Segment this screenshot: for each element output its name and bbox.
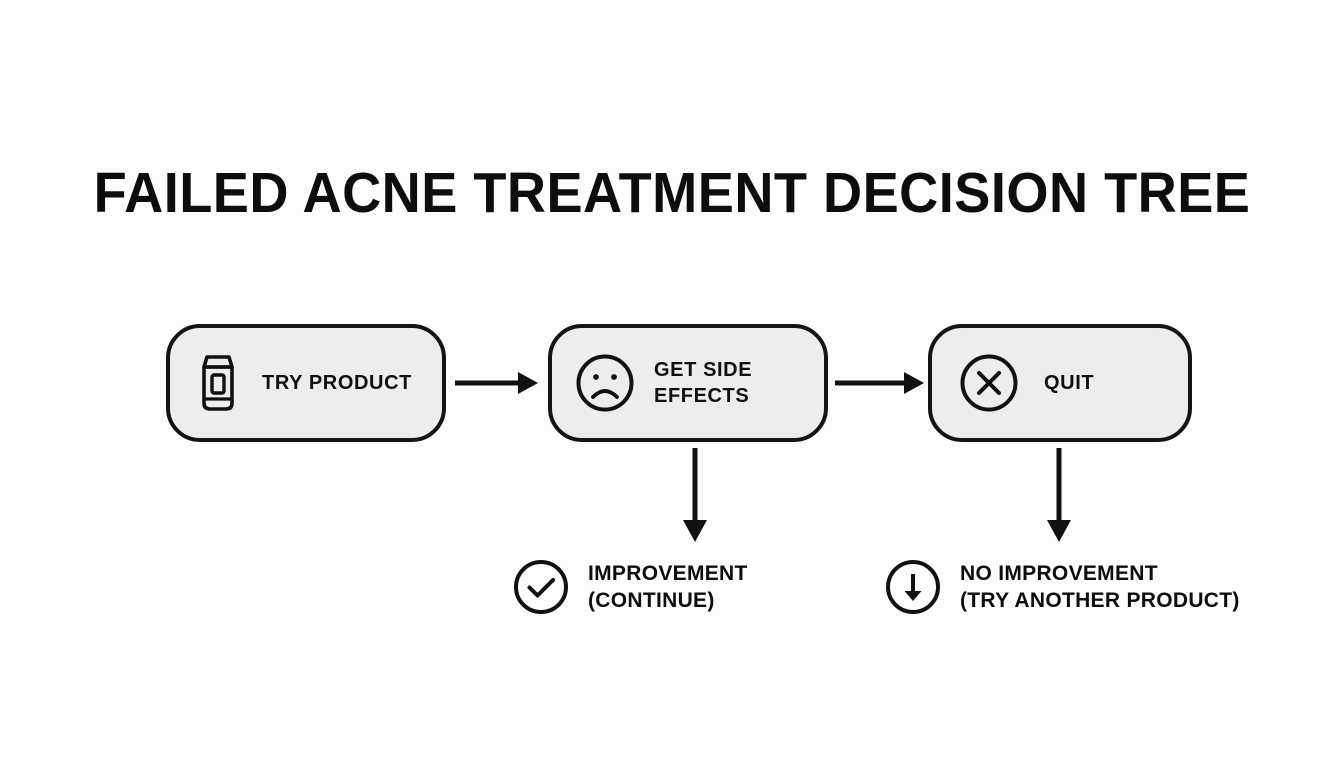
flow-node-label-quit: QUIT [1044,372,1095,394]
check-circle-icon [512,558,570,616]
outcome-no-improvement: NO IMPROVEMENT (TRY ANOTHER PRODUCT) [884,558,1240,616]
arrow-down-icon-side-effects-to-improvement [672,446,718,549]
arrow-down-circle-icon [884,558,942,616]
outcome-improvement: IMPROVEMENT (CONTINUE) [512,558,748,616]
cream-tube-icon [196,353,240,413]
flow-node-label-try-product: TRY PRODUCT [262,372,412,394]
flow-node-side-effects[interactable]: GET SIDE EFFECTS [548,324,828,442]
sad-face-icon [574,352,636,414]
arrow-right-icon-side-effects-to-quit [832,362,926,409]
outcome-label-no-improvement: NO IMPROVEMENT (TRY ANOTHER PRODUCT) [960,562,1240,612]
arrow-right-icon-try-to-side-effects [452,362,540,409]
x-circle-icon [958,352,1020,414]
arrow-down-icon-quit-to-no-improvement [1036,446,1082,549]
flow-node-quit[interactable]: QUIT [928,324,1192,442]
outcome-label-improvement: IMPROVEMENT (CONTINUE) [588,562,748,612]
page-title: FAILED ACNE TREATMENT DECISION TREE [93,161,1251,225]
flow-node-try-product[interactable]: TRY PRODUCT [166,324,446,442]
flow-node-label-side-effects: GET SIDE EFFECTS [654,359,753,407]
